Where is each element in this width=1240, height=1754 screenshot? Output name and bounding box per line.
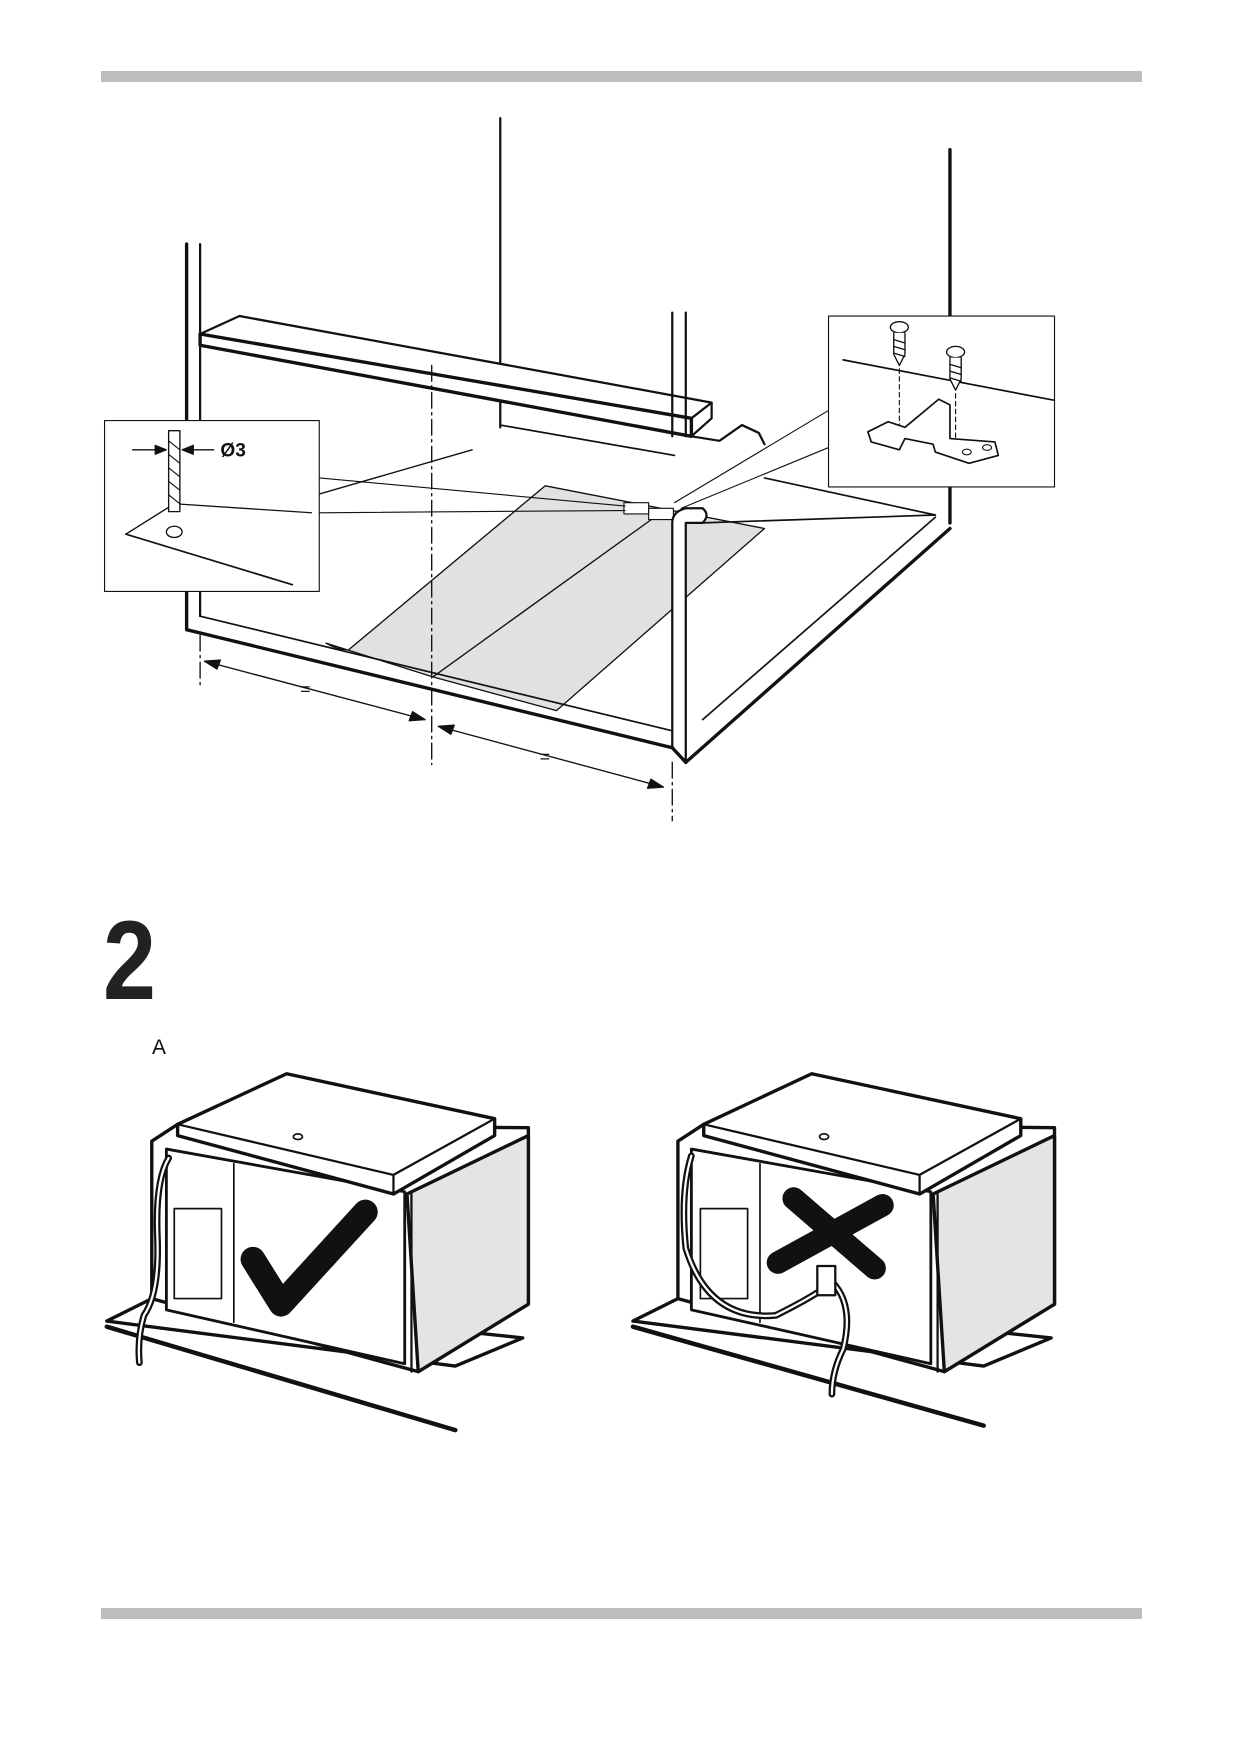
bracket-inset xyxy=(827,315,1056,488)
equal-left-label: = xyxy=(300,679,311,699)
cabinet-drawing xyxy=(184,117,952,765)
top-divider xyxy=(101,71,1142,82)
screw-icon xyxy=(889,320,910,367)
x-mark-icon xyxy=(766,1187,894,1280)
drill-bit-icon xyxy=(167,430,181,513)
check-mark-icon xyxy=(240,1199,378,1317)
screw-icon xyxy=(945,345,966,391)
leader-lines xyxy=(318,409,830,514)
bottom-divider xyxy=(101,1608,1142,1619)
equal-right-label: = xyxy=(540,746,551,766)
step-sub-label: A xyxy=(152,1036,167,1059)
dimension-lines xyxy=(199,364,673,822)
incorrect-cable-routing xyxy=(630,1072,1057,1428)
drill-diameter-label: Ø3 xyxy=(220,441,246,462)
correct-cable-routing xyxy=(104,1072,531,1433)
step-number: 2 xyxy=(103,898,156,1023)
drill-inset xyxy=(103,420,320,593)
